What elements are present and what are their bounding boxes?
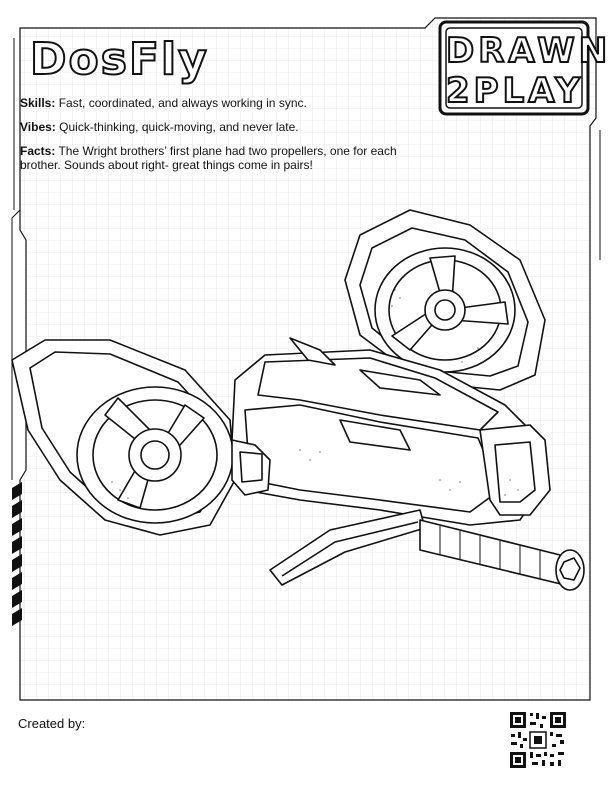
facts-text: The Wright brothers’ first plane had two… xyxy=(20,144,397,172)
vibes-row: Vibes: Quick-thinking, quick-moving, and… xyxy=(20,120,420,134)
dosfly-illustration xyxy=(11,209,585,591)
facts-row: Facts: The Wright brothers’ first plane … xyxy=(20,144,420,172)
skills-row: Skills: Fast, coordinated, and always wo… xyxy=(20,96,420,110)
facts-label: Facts: xyxy=(20,144,56,158)
vibes-label: Vibes: xyxy=(20,120,56,134)
skills-label: Skills: xyxy=(20,96,56,110)
character-info: Skills: Fast, coordinated, and always wo… xyxy=(20,96,420,182)
logo-text-line1: DRAWN xyxy=(445,31,612,71)
qr-code[interactable] xyxy=(508,710,568,770)
skills-text: Fast, coordinated, and always working in… xyxy=(58,96,307,110)
vibes-text: Quick-thinking, quick-moving, and never … xyxy=(59,120,299,134)
page-title: DosFly xyxy=(29,34,209,85)
drawn2play-logo: DRAWN 2PLAY xyxy=(438,20,608,116)
logo-text-line2: 2PLAY xyxy=(445,71,584,111)
frame-border xyxy=(19,17,597,701)
hazard-stripes xyxy=(12,482,22,626)
created-by-label: Created by: xyxy=(18,716,86,731)
